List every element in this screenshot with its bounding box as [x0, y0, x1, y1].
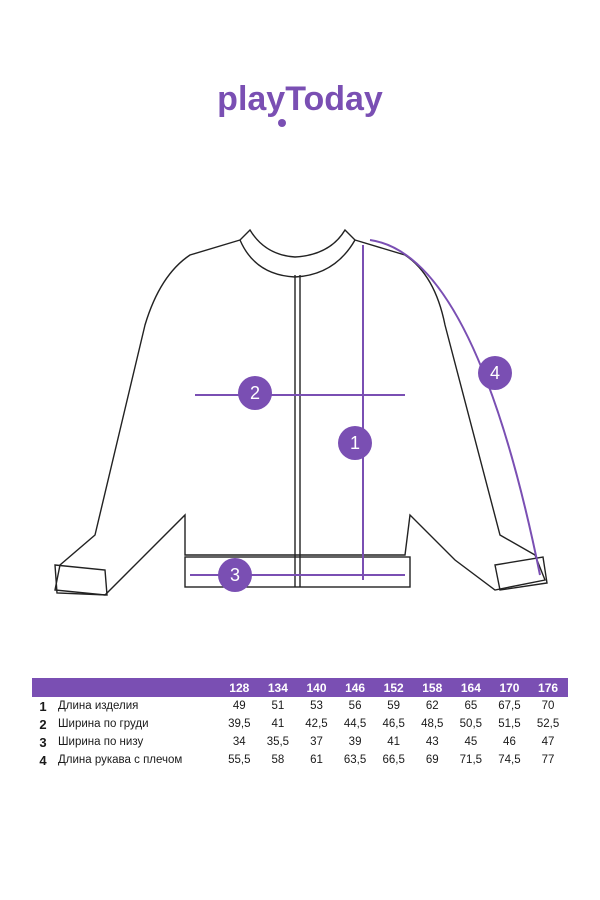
- cell: 67,5: [498, 700, 521, 712]
- size-header: 128: [229, 680, 250, 695]
- cell: 35,5: [266, 736, 290, 748]
- svg-text:1: 1: [350, 433, 360, 453]
- cell: 41: [271, 718, 285, 730]
- svg-text:3: 3: [230, 565, 240, 585]
- row-number: 4: [39, 752, 47, 768]
- cell: 56: [348, 700, 362, 712]
- cell: 59: [387, 700, 401, 712]
- row-label: Длина изделия: [58, 700, 139, 712]
- size-header: 164: [460, 680, 481, 695]
- cell: 77: [541, 754, 555, 766]
- cell: 52,5: [536, 718, 560, 730]
- row-number: 3: [39, 734, 47, 750]
- cell: 51: [271, 700, 285, 712]
- cell: 51,5: [498, 718, 521, 730]
- cell: 47: [541, 736, 555, 748]
- cell: 70: [541, 700, 555, 712]
- row-number: 2: [39, 716, 47, 732]
- svg-text:2: 2: [250, 383, 260, 403]
- brand-logo: playToday: [0, 78, 600, 128]
- table-row: 1 Длина изделия 49 51 53 56 59 62 65 67,…: [32, 697, 568, 715]
- cell: 49: [232, 700, 246, 712]
- cell: 65: [464, 700, 478, 712]
- jacket-sketch: 1 2 3 4: [54, 228, 548, 596]
- cell: 39,5: [228, 718, 251, 730]
- size-header: 140: [306, 680, 327, 695]
- cell: 42,5: [305, 718, 328, 730]
- size-header: 134: [267, 680, 288, 695]
- cell: 50,5: [459, 718, 483, 730]
- cell: 46,5: [382, 718, 405, 730]
- row-label: Ширина по груди: [58, 718, 149, 730]
- cell: 39: [348, 736, 362, 748]
- cell: 74,5: [498, 754, 521, 766]
- cell: 46: [503, 736, 516, 748]
- cell: 61: [310, 754, 323, 766]
- table-row: 4 Длина рукава с плечом 55,5 58 61 63,5 …: [32, 751, 568, 769]
- cell: 55,5: [228, 754, 251, 766]
- table-row: 3 Ширина по низу 34 35,5 37 39 41 43 45 …: [32, 733, 568, 751]
- cell: 71,5: [459, 754, 483, 766]
- cell: 53: [310, 700, 323, 712]
- marker-1: [338, 426, 372, 460]
- table-row: 2 Ширина по груди 39,5 41 42,5 44,5 46,5…: [32, 715, 568, 733]
- size-header: 176: [538, 680, 559, 695]
- marker-4: [478, 356, 512, 390]
- size-header: 146: [345, 680, 366, 695]
- row-label: Ширина по низу: [58, 736, 144, 748]
- marker-2: [238, 376, 272, 410]
- svg-text:4: 4: [490, 363, 500, 383]
- cell: 69: [425, 754, 439, 766]
- cell: 41: [387, 736, 401, 748]
- cell: 45: [464, 736, 478, 748]
- size-header: 170: [499, 680, 520, 695]
- cell: 37: [310, 736, 323, 748]
- row-label: Длина рукава с плечом: [58, 754, 183, 766]
- cell: 66,5: [382, 754, 405, 766]
- cell: 43: [425, 736, 439, 748]
- cell: 62: [425, 700, 439, 712]
- size-table-header: 128 134 140 146 152 158 164 170 176: [32, 678, 568, 697]
- cell: 63,5: [343, 754, 367, 766]
- cell: 34: [232, 736, 246, 748]
- size-header: 158: [422, 680, 443, 695]
- marker-3: [218, 558, 252, 592]
- size-header: 152: [383, 680, 404, 695]
- row-number: 1: [39, 698, 47, 714]
- cell: 58: [271, 754, 285, 766]
- cell: 48,5: [421, 718, 444, 730]
- size-table: 128 134 140 146 152 158 164 170 176 1 Дл…: [32, 678, 568, 769]
- svg-text:playToday: playToday: [217, 80, 383, 118]
- cell: 44,5: [343, 718, 367, 730]
